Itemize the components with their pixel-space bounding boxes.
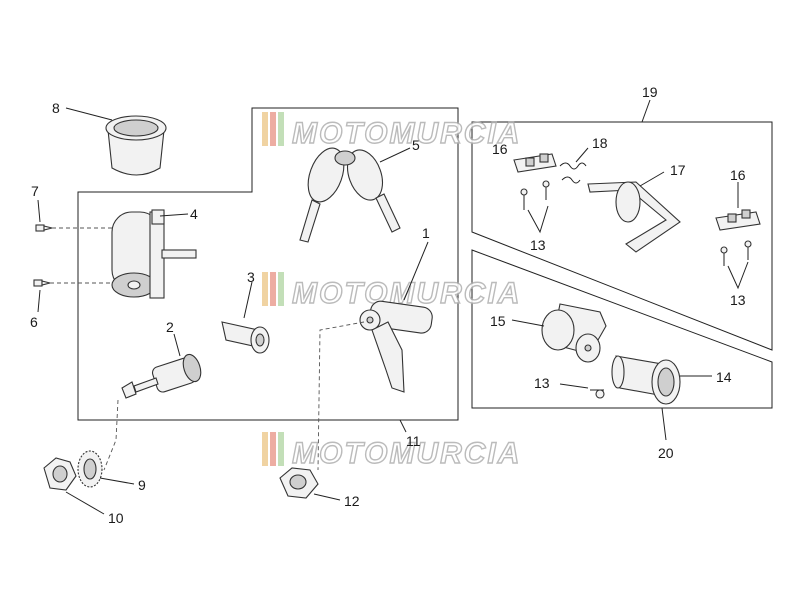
- leader-10: [65, 491, 105, 515]
- callout-11: 11: [406, 433, 421, 449]
- callout-4: 4: [190, 206, 198, 222]
- callout-17: 17: [670, 162, 686, 178]
- callout-20: 20: [658, 445, 674, 461]
- callout-12: 12: [344, 493, 360, 509]
- leader-13-left: [527, 205, 549, 234]
- leader-4: [159, 213, 189, 217]
- callout-13-bottom: 13: [534, 375, 550, 391]
- part-18-spring: [559, 162, 587, 184]
- dash-1: [317, 321, 365, 471]
- part-13-screws-left: [520, 180, 550, 210]
- leader-19: [641, 99, 651, 123]
- callout-15: 15: [490, 313, 506, 329]
- watermark-bottom: MOTOMURCIA: [262, 432, 521, 471]
- svg-text:MOTOMURCIA: MOTOMURCIA: [292, 117, 521, 150]
- part-2-lock-assembly: [121, 353, 202, 399]
- part-15-lock-housing: [541, 303, 607, 363]
- leader-5: [379, 147, 411, 163]
- part-5-keys: [299, 147, 401, 243]
- callout-19: 19: [642, 84, 658, 100]
- part-12-nut: [279, 467, 319, 499]
- leader-17: [639, 171, 665, 187]
- callout-3: 3: [247, 269, 255, 285]
- leader-2: [173, 333, 181, 357]
- callout-16-left: 16: [492, 141, 508, 157]
- svg-text:MOTOMURCIA: MOTOMURCIA: [292, 437, 521, 470]
- leader-15: [511, 319, 545, 327]
- part-7-screw: [35, 224, 53, 232]
- part-14-sleeve: [611, 355, 681, 405]
- leader-1: [403, 241, 429, 301]
- leader-13-right: [727, 261, 749, 290]
- watermark-top: MOTOMURCIA: [262, 112, 521, 151]
- part-3-lock-cylinder: [221, 321, 270, 354]
- leader-7: [37, 199, 41, 223]
- svg-text:MOTOMURCIA: MOTOMURCIA: [292, 277, 521, 310]
- leader-3: [243, 281, 253, 319]
- leader-8: [65, 107, 113, 121]
- callout-7: 7: [31, 183, 39, 199]
- kit-19-frame: [471, 121, 773, 351]
- leader-9: [99, 477, 135, 485]
- part-8-sleeve: [105, 115, 167, 176]
- leader-6: [37, 289, 41, 313]
- kit-20-frame: [471, 249, 773, 409]
- dash-2: [103, 399, 119, 471]
- callout-8: 8: [52, 100, 60, 116]
- part-10-nut: [43, 457, 77, 491]
- leader-12: [313, 493, 341, 501]
- part-9-toothed-washer: [77, 450, 103, 488]
- leader-20: [661, 407, 667, 441]
- callout-13-right: 13: [730, 292, 746, 308]
- part-16-clip-right: [715, 209, 761, 231]
- part-17-hook-rod: [587, 181, 681, 253]
- callout-2: 2: [166, 319, 174, 335]
- watermark-middle: MOTOMURCIA: [262, 272, 521, 311]
- callout-16-right: 16: [730, 167, 746, 183]
- part-1-switch-lever: [359, 300, 433, 393]
- callout-13-left: 13: [530, 237, 546, 253]
- part-6-screw: [33, 279, 51, 287]
- callout-1: 1: [422, 225, 430, 241]
- part-16-clip-left: [513, 153, 557, 173]
- callout-6: 6: [30, 314, 38, 330]
- part-13-screw-bottom: [590, 389, 605, 399]
- callout-9: 9: [138, 477, 146, 493]
- main-kit-frame: [77, 107, 459, 421]
- leader-13-bottom: [559, 383, 589, 389]
- callout-14: 14: [716, 369, 732, 385]
- part-13-screws-right: [720, 240, 752, 266]
- frame-bracket-11: [399, 419, 407, 433]
- leader-18: [575, 147, 589, 163]
- callout-5: 5: [412, 137, 420, 153]
- callout-10: 10: [108, 510, 124, 526]
- part-4-lock-barrel: [111, 209, 197, 299]
- callout-18: 18: [592, 135, 608, 151]
